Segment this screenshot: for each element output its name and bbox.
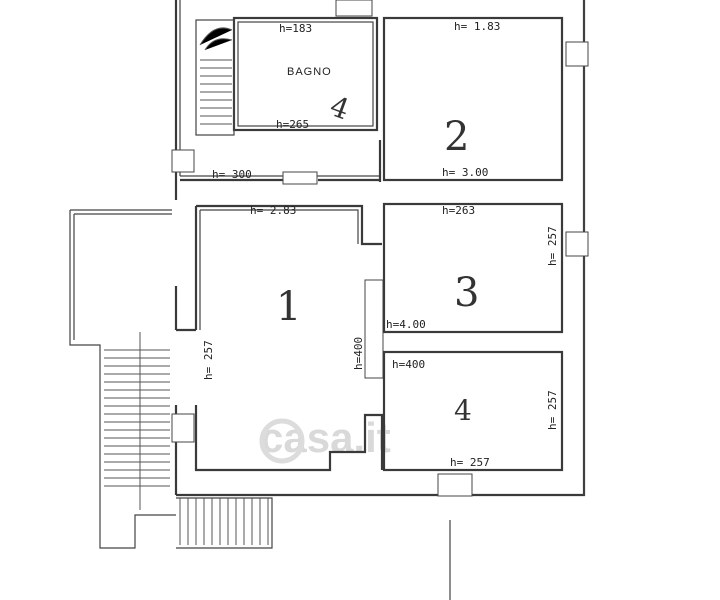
room-2: h= 1.83 2 h= 3.00 (382, 16, 589, 182)
corridor-vent-icon (171, 149, 195, 173)
exterior-terrace (69, 209, 176, 549)
bottom-stairs (176, 497, 451, 600)
room1-height-right: h=400 (352, 337, 365, 370)
room3-height-right: h= 257 (546, 226, 559, 266)
bagno-number: 4 (326, 89, 354, 126)
interior-stair (195, 19, 235, 136)
room2-number: 2 (444, 114, 469, 160)
room2-height-bottom: h= 3.00 (442, 166, 488, 179)
room-bagno: h=183 BAGNO 4 h=265 (232, 16, 379, 132)
room1-number: 1 (276, 284, 301, 330)
corridor: h= 300 (171, 140, 382, 185)
bagno-height-bottom: h=265 (276, 118, 309, 131)
room1-height-left: h= 257 (202, 340, 215, 380)
room-1: h= 2.83 1 h= 257 h=400 (171, 204, 384, 472)
room-4: h=400 4 h= 257 h= 257 (382, 350, 564, 497)
room4-height-right: h= 257 (546, 390, 559, 430)
room2-height-top: h= 1.83 (454, 20, 500, 33)
room3-number: 3 (454, 270, 479, 316)
corridor-height: h= 300 (212, 168, 252, 181)
room4-height-top: h=400 (392, 358, 425, 371)
room-3: h=263 3 h= 257 h=4.00 (382, 202, 589, 334)
bagno-height-top: h=183 (279, 22, 312, 35)
room3-height-bottom: h=4.00 (386, 318, 426, 331)
room2-window-icon (565, 41, 589, 67)
room1-window-icon (171, 413, 195, 443)
top-vent-icon (335, 0, 373, 17)
room4-height-bottom: h= 257 (450, 456, 490, 469)
bagno-label: BAGNO (287, 66, 332, 78)
room3-height-top: h=263 (442, 204, 475, 217)
watermark-logo-icon (259, 418, 305, 464)
room3-window-icon (565, 231, 589, 257)
room1-height-top: h= 2.83 (250, 204, 296, 217)
room4-number: 4 (454, 394, 472, 427)
room4-window-icon (437, 473, 473, 497)
